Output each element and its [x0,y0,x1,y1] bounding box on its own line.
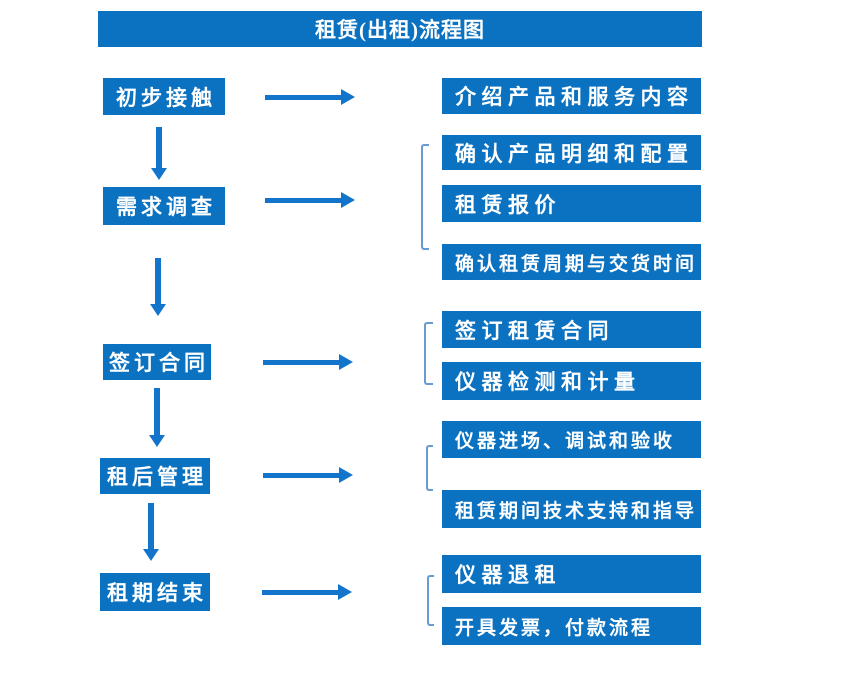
detail-box-instrument-setup-acceptance: 仪器进场、调试和验收 [442,421,701,458]
step-box-demand-survey: 需求调查 [103,187,225,225]
group-bracket [424,322,433,385]
group-bracket [427,575,434,626]
detail-box-confirm-period-delivery: 确认租赁周期与交货时间 [442,244,701,280]
detail-box-tech-support: 租赁期间技术支持和指导 [442,490,701,528]
arrow-down-icon [143,503,159,561]
group-bracket [421,144,429,250]
detail-box-introduce-products: 介绍产品和服务内容 [442,78,701,114]
step-box-post-rental-management: 租后管理 [100,458,210,494]
group-bracket [426,445,433,491]
flowchart-title: 租赁(出租)流程图 [98,11,702,47]
arrow-right-icon [263,467,353,484]
step-box-rental-end: 租期结束 [100,573,210,611]
arrow-right-icon [265,192,355,209]
detail-box-invoice-payment: 开具发票，付款流程 [442,607,701,645]
arrow-down-icon [151,127,167,180]
arrow-right-icon [265,89,355,106]
arrow-down-icon [149,388,165,447]
arrow-right-icon [262,584,352,601]
detail-box-rental-quote: 租赁报价 [442,185,701,222]
detail-box-confirm-product-config: 确认产品明细和配置 [442,135,701,170]
detail-box-instrument-inspection: 仪器检测和计量 [442,362,701,400]
step-box-sign-contract: 签订合同 [103,344,211,380]
detail-box-instrument-return: 仪器退租 [442,555,701,593]
step-box-initial-contact: 初步接触 [103,78,225,115]
detail-box-sign-rental-contract: 签订租赁合同 [442,311,701,348]
arrow-down-icon [150,258,166,316]
arrow-right-icon [263,354,353,371]
